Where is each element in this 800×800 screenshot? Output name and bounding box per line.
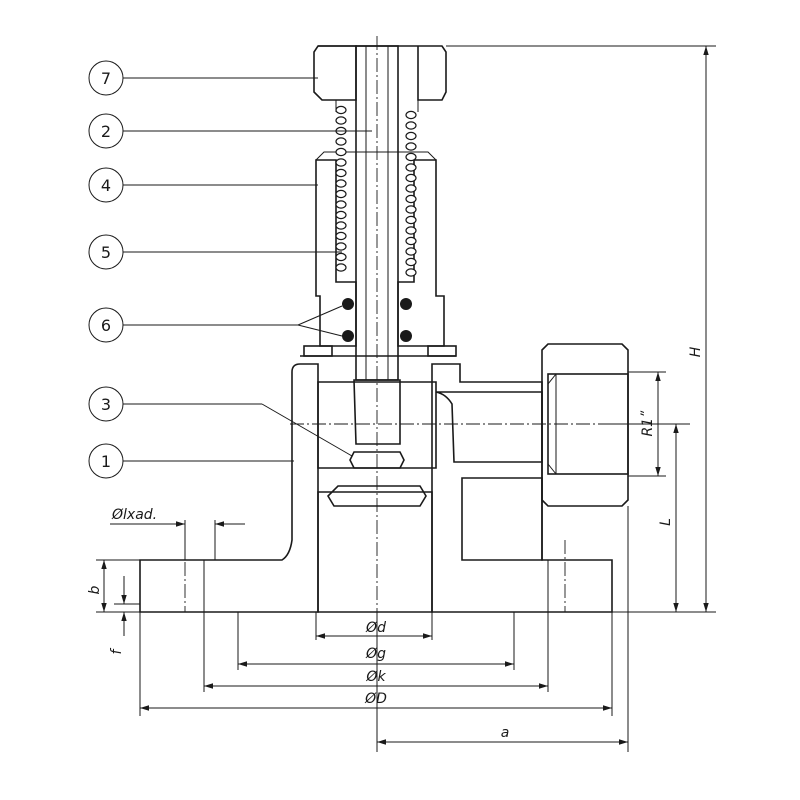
callout-4: 4	[88, 167, 318, 203]
spring-coil	[405, 163, 417, 172]
spring-coil	[335, 242, 347, 251]
spring-coil	[405, 236, 417, 246]
center-lines	[184, 36, 690, 620]
spring-coil	[335, 263, 347, 272]
spring-coil	[405, 110, 417, 120]
bonnet	[300, 151, 457, 357]
spring-coil	[405, 205, 417, 214]
dim-D-label: ØD	[364, 691, 387, 707]
dim-thread-label: R1ʺ	[640, 410, 656, 437]
callout-2-label: 2	[101, 122, 111, 141]
dim-L-label: L	[658, 518, 674, 526]
spring-coil	[405, 121, 417, 130]
spring-coil	[335, 221, 347, 230]
spring-coil	[405, 215, 417, 225]
top-nut	[313, 45, 447, 112]
callout-3: 3	[88, 386, 353, 457]
spring	[335, 105, 417, 277]
dim-a-label: a	[501, 725, 510, 741]
callout-6-label: 6	[101, 316, 111, 335]
dim-H-label: H	[688, 346, 704, 357]
spring-coil	[335, 158, 347, 167]
outlet-fitting	[541, 343, 629, 507]
spring-coil	[405, 268, 417, 277]
callout-7-label: 7	[101, 69, 111, 88]
spring-coil	[405, 257, 417, 267]
spring-coil	[405, 247, 417, 256]
o-rings	[342, 298, 412, 342]
body-upper-chamber	[317, 381, 437, 469]
spring-coil	[335, 179, 347, 188]
dimension-lines	[96, 45, 716, 752]
callout-3-label: 3	[101, 395, 111, 414]
valve-body	[139, 363, 613, 613]
spring-coil	[405, 131, 417, 141]
spring-coil	[335, 252, 347, 262]
dim-b-label: b	[87, 585, 103, 594]
spring-coil	[335, 200, 347, 209]
callout-5-label: 5	[101, 243, 111, 262]
callout-6: 6	[88, 305, 343, 343]
body-flange	[139, 363, 319, 613]
callout-5: 5	[88, 234, 342, 270]
spring-coil	[335, 116, 347, 125]
callout-1: 1	[88, 443, 294, 479]
spring-coil	[335, 147, 347, 157]
spring-coil	[335, 210, 347, 220]
spring-coil	[405, 173, 417, 183]
spring-coil	[405, 194, 417, 204]
body-flange-right	[431, 363, 613, 613]
dim-g-label: Øg	[365, 646, 386, 662]
callout-7: 7	[88, 60, 318, 96]
spring-coil	[335, 168, 347, 178]
body-bore	[317, 491, 433, 613]
dim-k-label: Øk	[365, 669, 386, 685]
spring-coil	[405, 226, 417, 235]
dim-d-label: Ød	[365, 620, 386, 636]
callout-4-label: 4	[101, 176, 111, 195]
spring-coil	[405, 152, 417, 162]
spring-coil	[335, 105, 347, 115]
callout-2: 2	[88, 113, 372, 149]
spring-coil	[405, 142, 417, 151]
callout-1-label: 1	[101, 452, 111, 471]
spring-coil	[405, 184, 417, 193]
spring-coil	[335, 231, 347, 241]
spring-coil	[335, 137, 347, 146]
body-lower-pocket	[461, 477, 543, 561]
spring-coil	[335, 189, 347, 199]
outlet-passage	[435, 391, 543, 463]
dim-bolt-hole-label: Ølxad.	[111, 507, 157, 523]
dim-f-label: f	[109, 647, 125, 654]
